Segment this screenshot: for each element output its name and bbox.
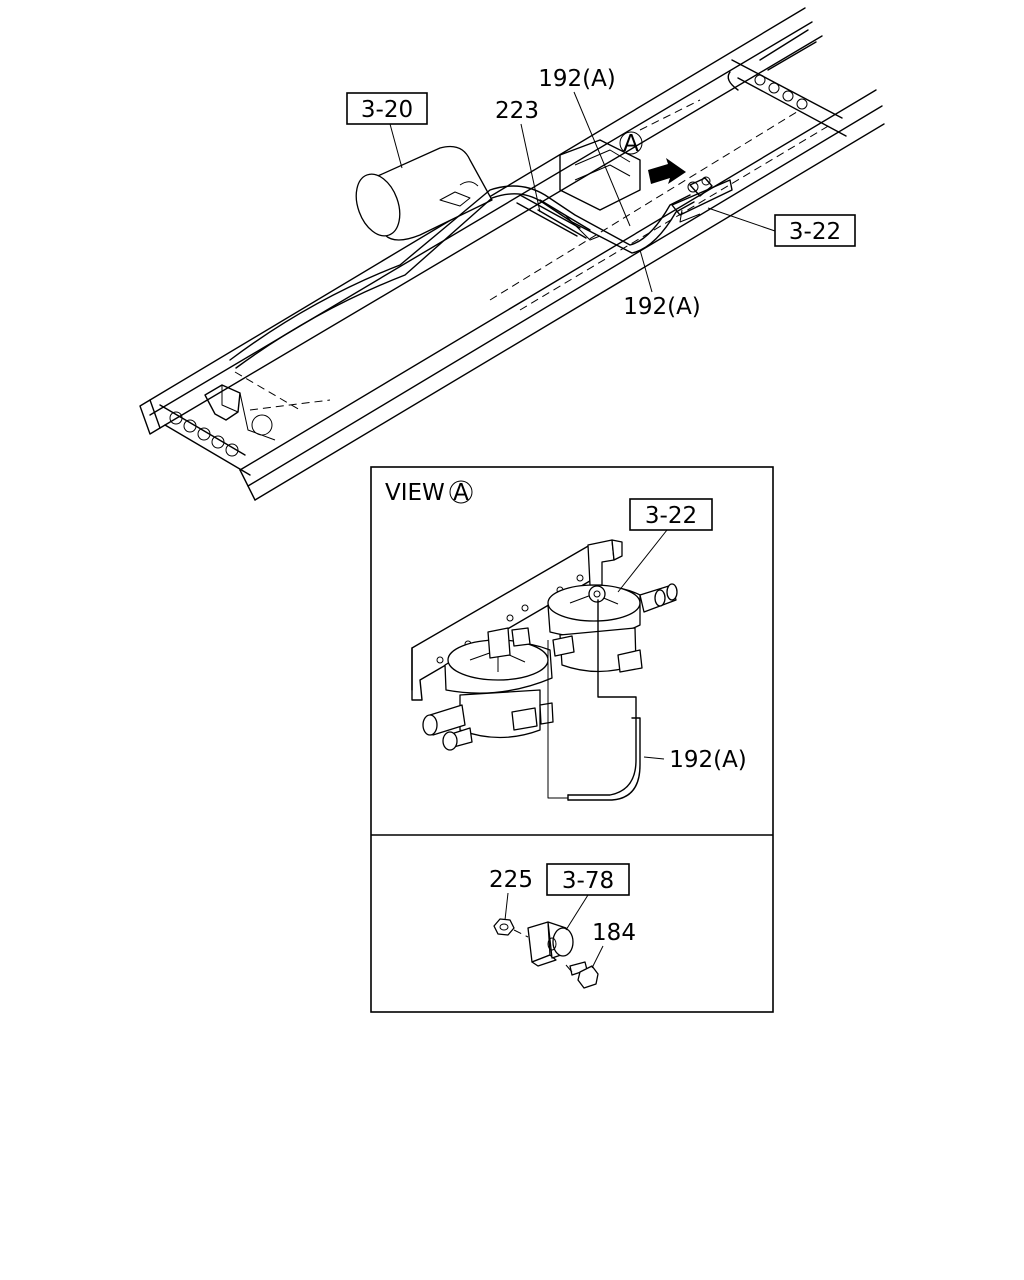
svg-text:192(A): 192(A) bbox=[669, 747, 747, 773]
brake-hose-illustration bbox=[229, 185, 695, 369]
svg-text:223: 223 bbox=[495, 98, 539, 124]
callout-part-225[interactable]: 225 bbox=[489, 867, 533, 921]
hose-192a-view-a bbox=[547, 599, 641, 801]
valve-mount-illustration bbox=[559, 139, 733, 223]
svg-text:225: 225 bbox=[489, 867, 533, 893]
callout-ref-3-78[interactable]: 3-78 bbox=[546, 863, 630, 931]
callout-part-223[interactable]: 223 bbox=[495, 98, 541, 213]
crossmember-holes-front bbox=[169, 411, 239, 457]
svg-text:192(A): 192(A) bbox=[538, 66, 616, 92]
callout-part-192a-bottom[interactable]: 192(A) bbox=[623, 249, 701, 320]
view-a-title: VIEW A bbox=[385, 480, 473, 506]
view-marker-a-overview[interactable]: A bbox=[619, 131, 643, 157]
svg-text:184: 184 bbox=[592, 920, 636, 946]
svg-text:3-78: 3-78 bbox=[562, 868, 614, 894]
callout-part-192a-top[interactable]: 192(A) bbox=[538, 66, 631, 227]
callout-part-192a-view-a[interactable]: 192(A) bbox=[643, 747, 747, 773]
callout-part-184[interactable]: 184 bbox=[591, 920, 636, 969]
bracket-detail-illustration bbox=[493, 918, 599, 989]
callout-ref-3-22-overview[interactable]: 3-22 bbox=[707, 207, 856, 247]
svg-text:3-20: 3-20 bbox=[361, 97, 413, 123]
svg-text:A: A bbox=[623, 131, 639, 157]
svg-text:192(A): 192(A) bbox=[623, 294, 701, 320]
relay-valve-right-illustration bbox=[547, 539, 678, 673]
svg-text:3-22: 3-22 bbox=[789, 219, 841, 245]
view-a-panel bbox=[370, 466, 774, 1013]
crossmember-holes-rear bbox=[754, 74, 808, 110]
svg-text:VIEW: VIEW bbox=[385, 480, 445, 506]
direction-arrow-icon bbox=[648, 158, 686, 184]
callout-ref-3-22-view-a[interactable]: 3-22 bbox=[617, 498, 713, 593]
callout-ref-3-20[interactable]: 3-20 bbox=[346, 92, 428, 169]
relay-valve-left-illustration bbox=[422, 627, 554, 751]
air-tank-illustration bbox=[355, 145, 493, 241]
svg-text:3-22: 3-22 bbox=[645, 503, 697, 529]
chassis-frame-illustration bbox=[139, 7, 885, 501]
svg-text:A: A bbox=[453, 480, 469, 506]
